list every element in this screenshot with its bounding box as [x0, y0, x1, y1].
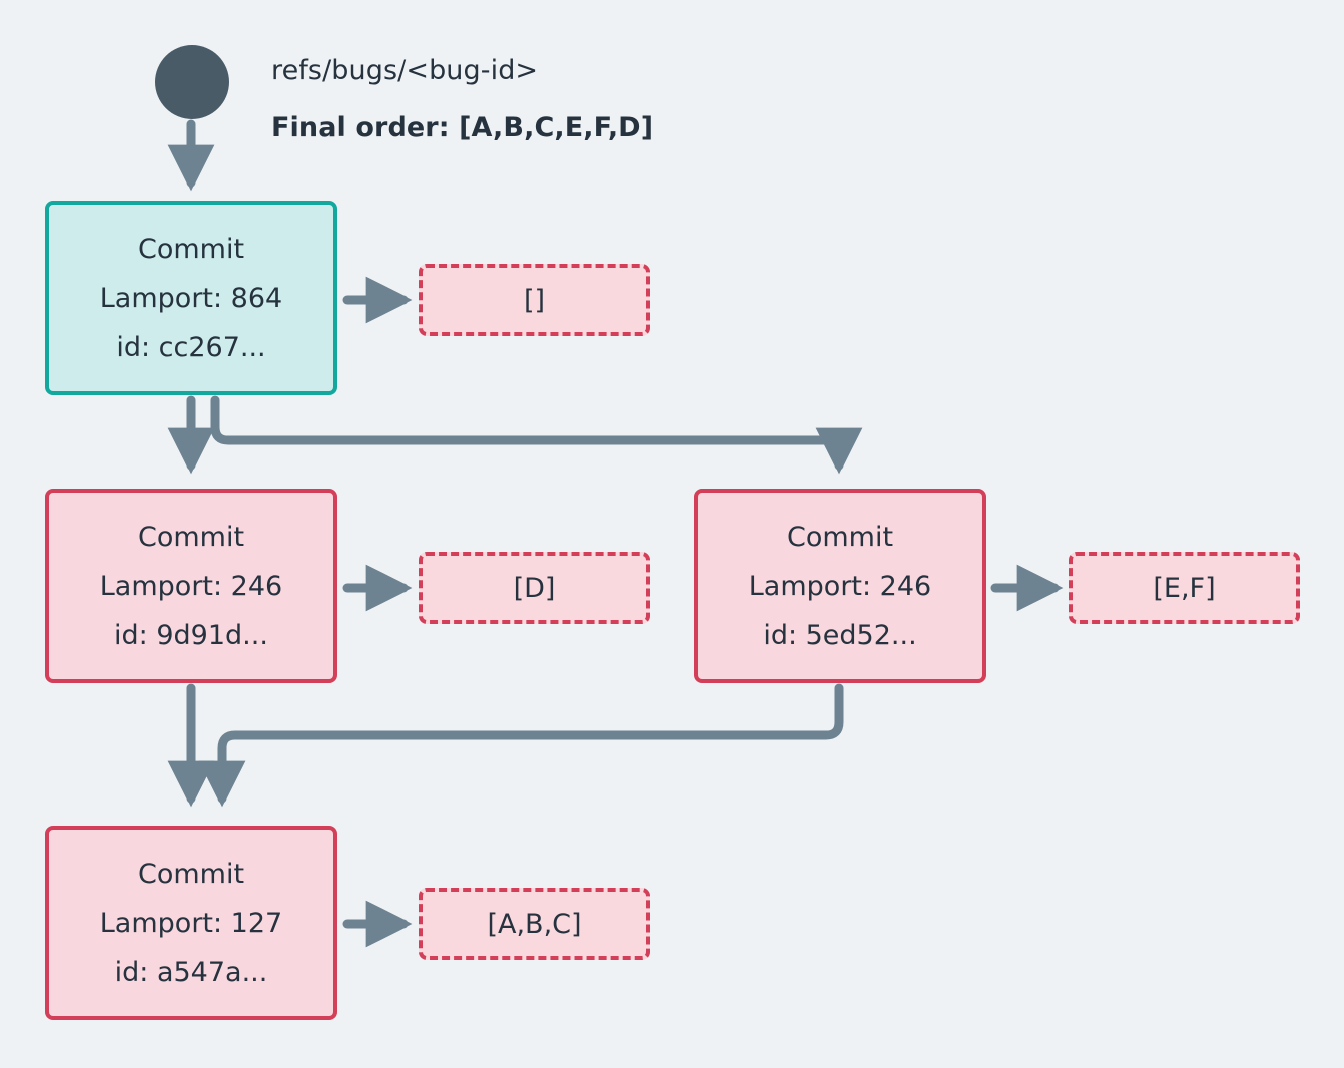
- commit-title: Commit: [137, 858, 245, 890]
- ops-box-9d91d[interactable]: [D]: [419, 552, 650, 624]
- commit-lamport: Lamport: 127: [99, 907, 283, 939]
- final-order-label: Final order: [A,B,C,E,F,D]: [271, 112, 654, 143]
- ops-label: [D]: [513, 572, 556, 604]
- root-node-dot: [155, 45, 229, 119]
- commit-node-5ed52[interactable]: Commit Lamport: 246 id: 5ed52...: [694, 489, 986, 683]
- commit-node-a547a[interactable]: Commit Lamport: 127 id: a547a...: [45, 826, 337, 1020]
- edge-cc267-to-5ed52: [210, 395, 863, 475]
- commit-hash: id: 5ed52...: [763, 619, 917, 651]
- commit-title: Commit: [137, 233, 245, 265]
- edge-5ed52-to-a547a: [198, 683, 844, 808]
- ops-label: []: [523, 284, 546, 316]
- commit-hash: id: a547a...: [114, 956, 268, 988]
- ref-path-label: refs/bugs/<bug-id>: [271, 55, 539, 86]
- commit-lamport: Lamport: 864: [99, 282, 283, 314]
- ops-box-cc267[interactable]: []: [419, 264, 650, 336]
- ops-label: [E,F]: [1153, 572, 1216, 604]
- commit-title: Commit: [137, 521, 245, 553]
- commit-node-cc267[interactable]: Commit Lamport: 864 id: cc267...: [45, 201, 337, 395]
- commit-lamport: Lamport: 246: [748, 570, 932, 602]
- commit-hash: id: cc267...: [116, 331, 266, 363]
- commit-hash: id: 9d91d...: [114, 619, 268, 651]
- commit-lamport: Lamport: 246: [99, 570, 283, 602]
- ops-label: [A,B,C]: [487, 908, 582, 940]
- ops-box-a547a[interactable]: [A,B,C]: [419, 888, 650, 960]
- commit-node-9d91d[interactable]: Commit Lamport: 246 id: 9d91d...: [45, 489, 337, 683]
- commit-title: Commit: [786, 521, 894, 553]
- ops-box-5ed52[interactable]: [E,F]: [1069, 552, 1300, 624]
